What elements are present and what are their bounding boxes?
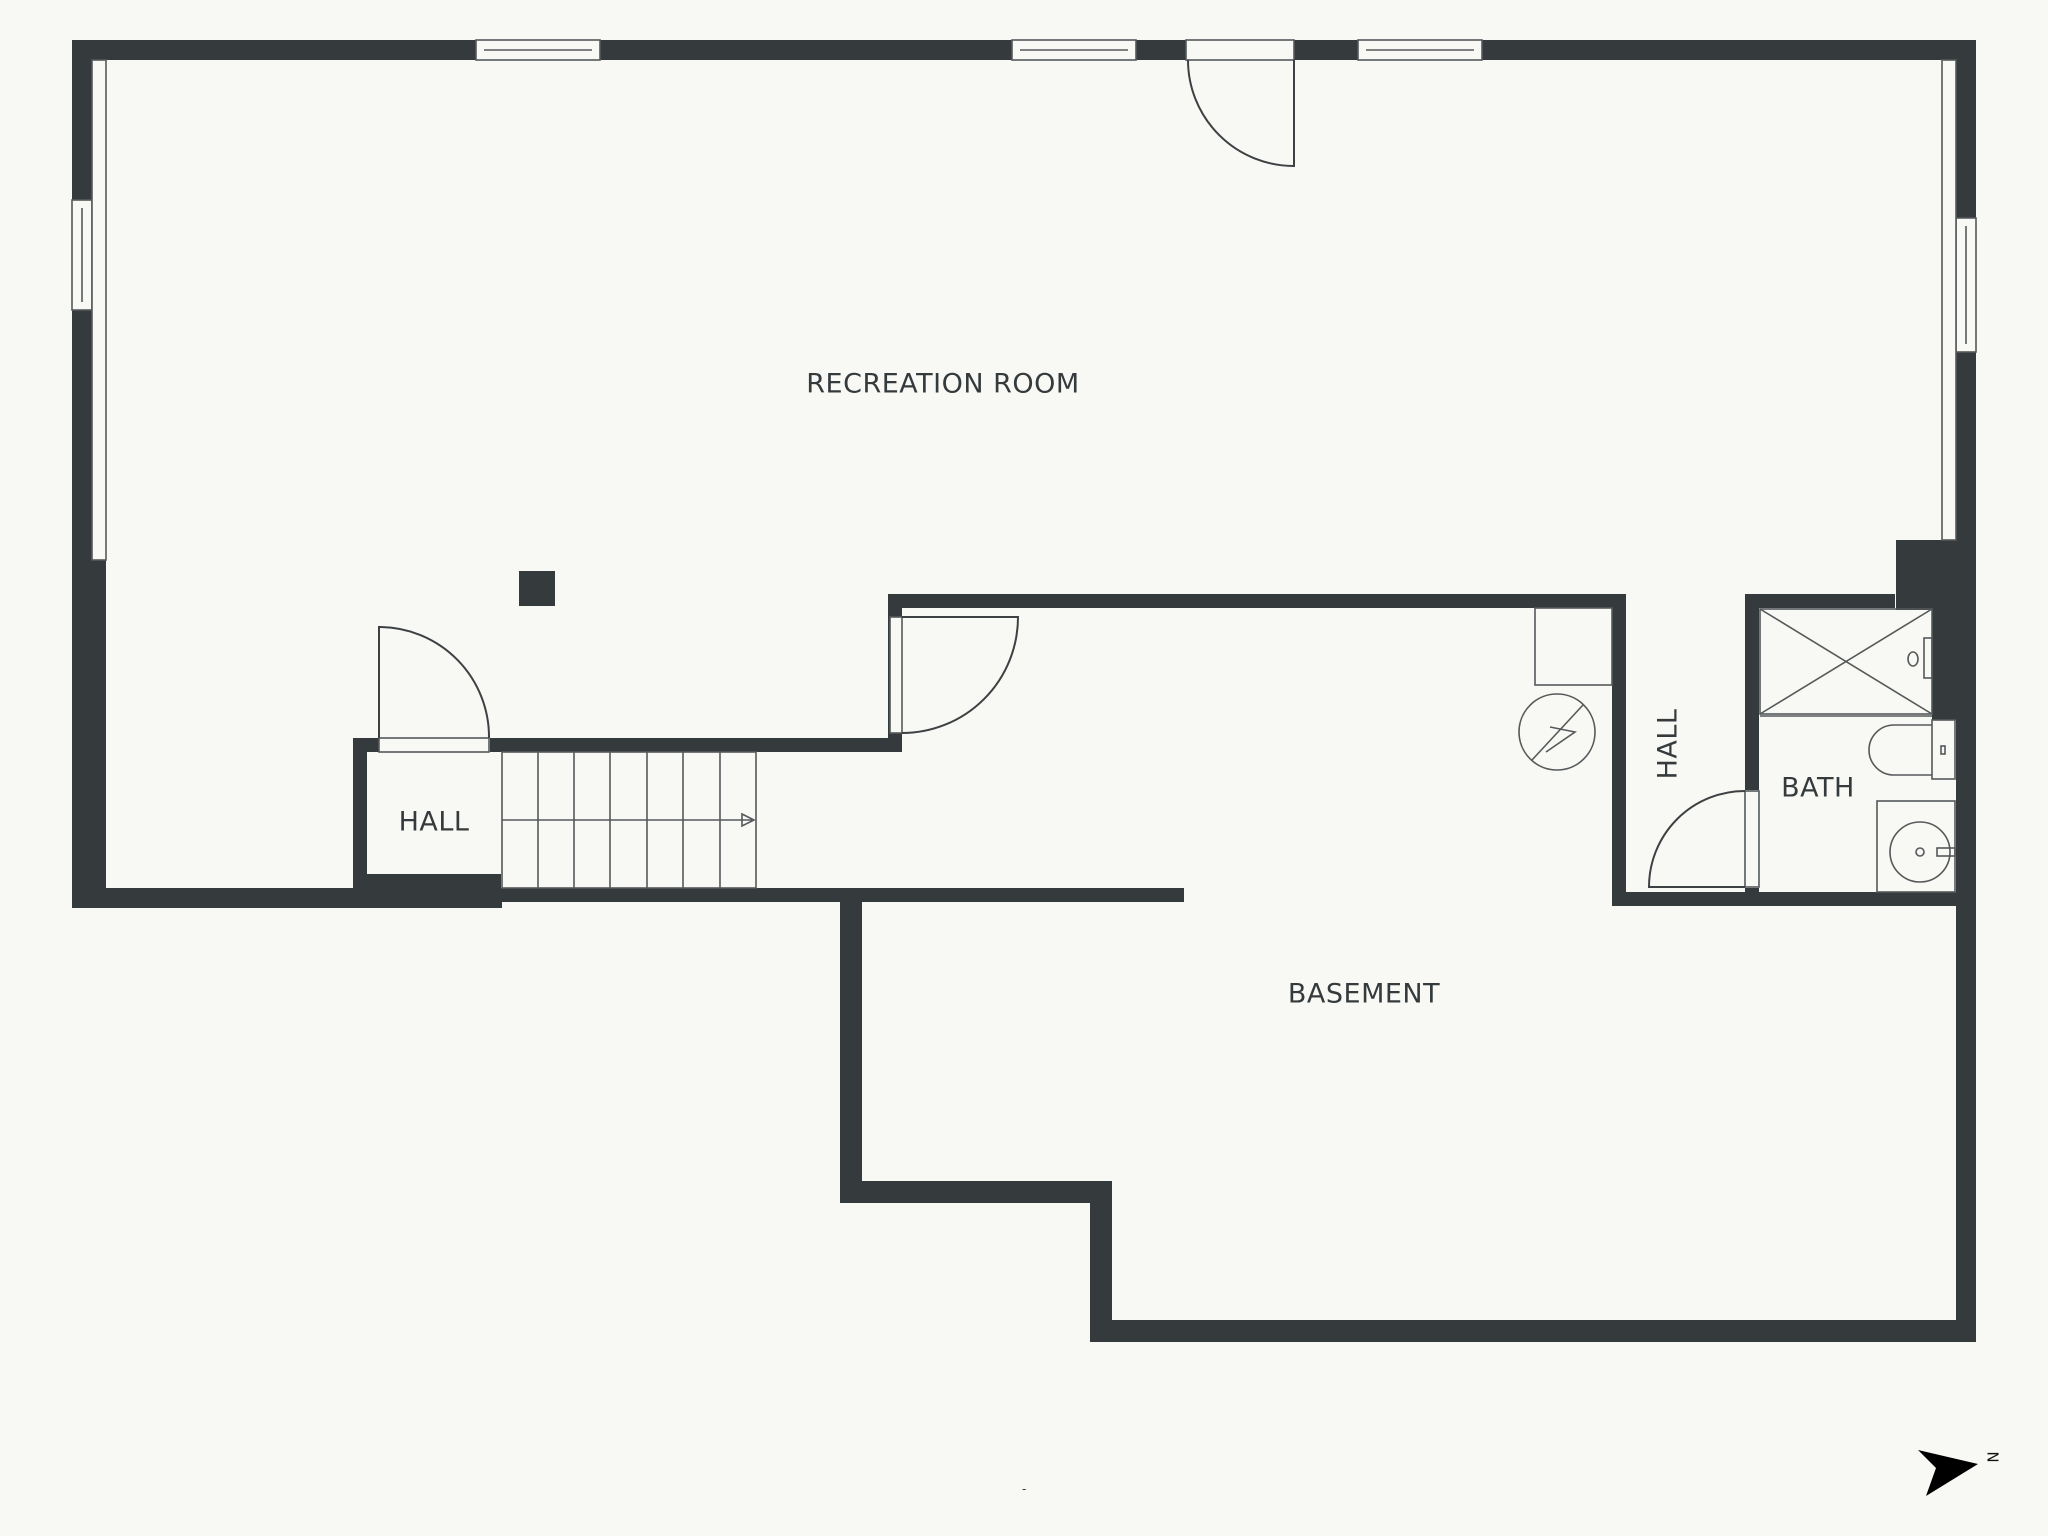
stairs-arrow-icon — [741, 812, 756, 828]
windows — [71, 39, 1977, 561]
support-column — [519, 571, 555, 606]
room-label-basement: BASEMENT — [1287, 978, 1441, 1010]
room-label-hall-east: HALL — [1652, 708, 1684, 780]
room-label-recreation-room: RECREATION ROOM — [806, 368, 1080, 400]
compass-letter: N — [1984, 1451, 2003, 1463]
interior-walls — [353, 571, 1956, 908]
room-label-bath: BATH — [1781, 772, 1855, 804]
stairs — [501, 751, 757, 889]
north-arrow-icon — [1918, 1450, 1978, 1496]
lightning-icon — [1545, 726, 1578, 753]
sink — [1876, 800, 1956, 893]
room-label-hall-west: HALL — [398, 806, 470, 838]
doors — [378, 39, 1760, 888]
footer-mark: - — [1022, 1482, 1027, 1496]
water-heater — [1518, 607, 1613, 771]
shower — [1759, 608, 1933, 717]
toilet — [1868, 719, 1956, 780]
exterior-walls — [72, 40, 1976, 1342]
